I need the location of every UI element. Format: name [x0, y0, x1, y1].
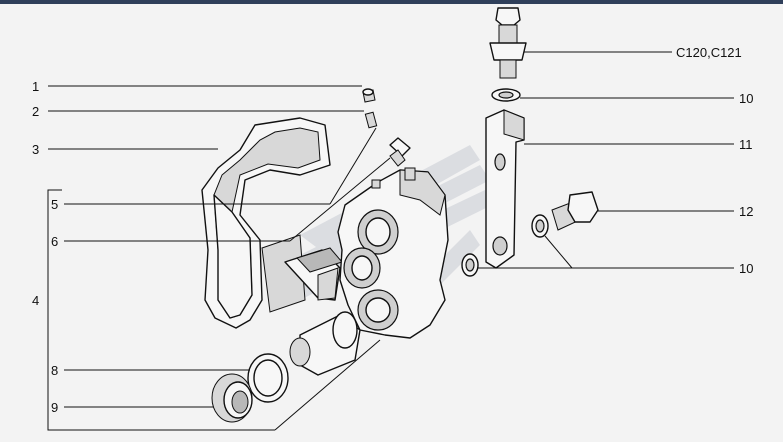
- hose-fitting: [389, 137, 411, 167]
- banjo-bolt: [551, 191, 599, 231]
- copper-washer-upper: [491, 88, 521, 102]
- callout-5: 5: [51, 197, 58, 212]
- piston: [289, 311, 361, 376]
- callout-11: 11: [739, 137, 753, 152]
- caliper-bracket: [201, 117, 331, 329]
- callout-6: 6: [51, 234, 58, 249]
- callout-2: 2: [32, 104, 39, 119]
- callout-10-upper: 10: [739, 91, 753, 106]
- dust-boot: [211, 373, 253, 423]
- leader-lines: [47, 51, 734, 431]
- callout-9: 9: [51, 400, 58, 415]
- bleeder-screw: [364, 111, 378, 129]
- brake-line-bracket: [485, 109, 525, 269]
- hose-union: [489, 7, 527, 79]
- callout-1: 1: [32, 79, 39, 94]
- callout-8: 8: [51, 363, 58, 378]
- copper-washer-bolt: [531, 214, 549, 238]
- callout-c120: C120,C121: [676, 45, 742, 60]
- header-bar: [0, 0, 783, 4]
- callout-4: 4: [32, 293, 39, 308]
- callout-10-lower: 10: [739, 261, 753, 276]
- brake-pad: [284, 247, 343, 301]
- copper-washer-lower: [461, 253, 479, 277]
- piston-seal: [247, 353, 289, 403]
- dust-cap: [362, 88, 376, 103]
- callout-3: 3: [32, 142, 39, 157]
- caliper-body: [337, 167, 449, 339]
- callout-12: 12: [739, 204, 753, 219]
